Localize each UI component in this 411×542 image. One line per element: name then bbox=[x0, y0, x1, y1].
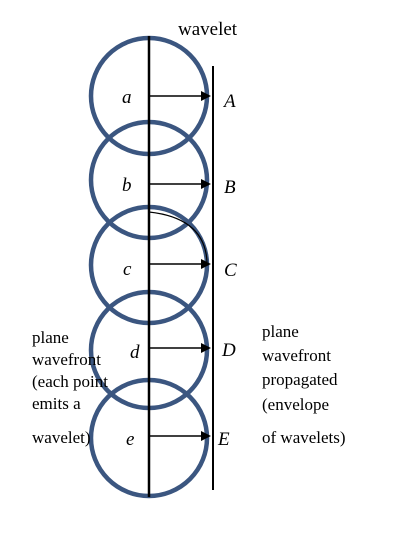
left-caption-line: wavelet) bbox=[32, 428, 91, 447]
right-caption: plane wavefront propagated (envelope of … bbox=[262, 322, 346, 447]
arrow-b bbox=[149, 179, 211, 189]
wavelet-label: wavelet bbox=[178, 19, 238, 40]
source-label-e: e bbox=[126, 429, 134, 450]
left-caption-line: emits a bbox=[32, 394, 81, 413]
target-label-C: C bbox=[224, 260, 237, 281]
arrow-a bbox=[149, 91, 211, 101]
arrow-d bbox=[149, 343, 211, 353]
left-caption: plane wavefront (each point emits a wave… bbox=[32, 328, 108, 447]
arrow-c bbox=[149, 259, 211, 269]
right-caption-line: plane bbox=[262, 322, 299, 341]
source-label-a: a bbox=[122, 87, 132, 108]
left-caption-line: (each point bbox=[32, 372, 108, 391]
source-label-b: b bbox=[122, 175, 132, 196]
right-caption-line: (envelope bbox=[262, 395, 329, 414]
target-label-E: E bbox=[217, 429, 230, 450]
propagation-arrows bbox=[149, 91, 211, 441]
target-point-labels: A B C D E bbox=[217, 91, 237, 450]
left-caption-line: plane bbox=[32, 328, 69, 347]
right-caption-line: propagated bbox=[262, 370, 338, 389]
target-label-D: D bbox=[221, 340, 236, 361]
source-label-d: d bbox=[130, 342, 140, 363]
target-label-A: A bbox=[222, 91, 236, 112]
source-point-labels: a b c d e bbox=[122, 87, 140, 450]
left-caption-line: wavefront bbox=[32, 350, 101, 369]
arrow-e bbox=[149, 431, 211, 441]
source-label-c: c bbox=[123, 259, 132, 280]
wavelet-arc-c bbox=[148, 211, 208, 263]
right-caption-line: of wavelets) bbox=[262, 428, 346, 447]
right-caption-line: wavefront bbox=[262, 346, 331, 365]
target-label-B: B bbox=[224, 177, 236, 198]
